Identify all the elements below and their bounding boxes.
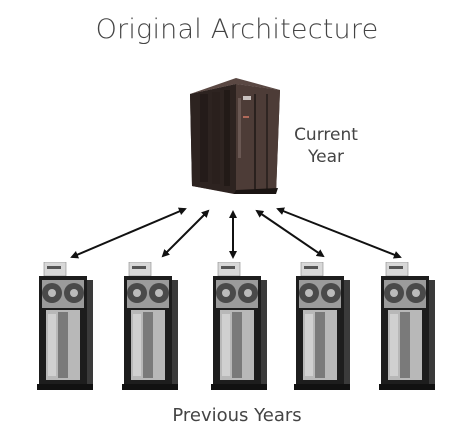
tape-drive-icon	[37, 262, 93, 390]
diagram-title: Original Architecture	[95, 14, 379, 45]
previous-years-label: Previous Years	[172, 405, 302, 426]
current-year-label: Current Year	[288, 124, 364, 168]
arrow-to-drive-5	[276, 207, 402, 259]
mainframe-server-icon	[190, 78, 280, 194]
tape-drive-icon	[122, 262, 178, 390]
arrow-to-drive-4	[255, 209, 325, 258]
current-label-line-1: Current	[294, 125, 358, 145]
tape-drive-icon	[211, 262, 267, 390]
arrow-to-drive-2	[161, 209, 210, 258]
tape-drive-icon	[379, 262, 435, 390]
tape-drive-icon	[294, 262, 350, 390]
current-label-line-2: Year	[308, 147, 344, 167]
